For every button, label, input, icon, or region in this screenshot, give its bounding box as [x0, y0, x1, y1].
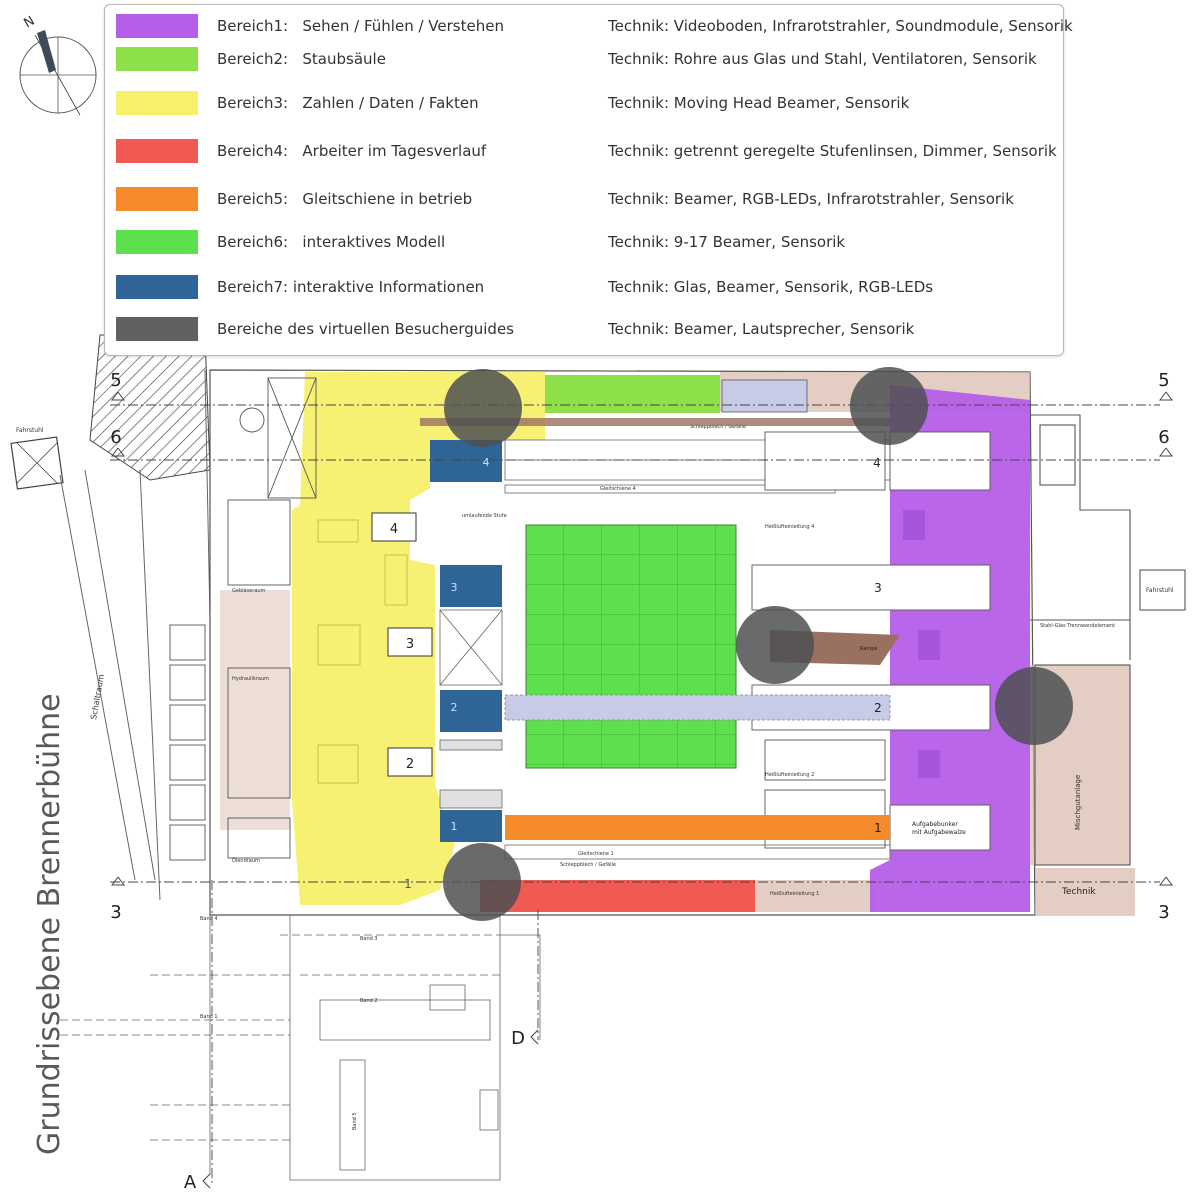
legend-name-bereich2: Bereich2: Staubsäule — [217, 50, 386, 68]
station-label-2-left: 2 — [406, 757, 414, 772]
compass-north-label: N — [22, 14, 38, 32]
label-fahrstuhl-left: Fahrstuhl — [16, 427, 44, 434]
station-label-3-left: 3 — [406, 637, 414, 652]
section-lines — [110, 404, 1160, 1185]
legend-swatch-bereich7 — [116, 275, 198, 299]
label-band-5: Band 5 — [352, 1112, 358, 1130]
station-markers-left — [371, 512, 433, 777]
station-label-3-right: 3 — [874, 581, 882, 595]
label-heissluft-4: Heißlufteinleitung 4 — [765, 524, 814, 530]
lower-structure — [60, 915, 541, 1181]
legend-panel: Bereich1: Sehen / Fühlen / Verstehen Tec… — [104, 4, 1073, 356]
strip-row-2 — [504, 694, 891, 721]
label-band-3: Band 3 — [360, 936, 378, 942]
label-oelendraum: Ölendraum — [232, 857, 260, 864]
right-wing-walls — [1030, 414, 1186, 866]
axis-label-6-left: 6 — [110, 427, 121, 448]
station-label-1-right: 1 — [874, 821, 882, 835]
zone-bereich4 — [480, 880, 755, 912]
legend-row-bereich5: Bereich5: Gleitschiene in betrieb Techni… — [105, 187, 1063, 213]
axis-label-6-right: 6 — [1158, 427, 1169, 448]
label-umlaufende-stufe: umlaufende Stufe — [462, 513, 507, 519]
legend-row-bereich3: Bereich3: Zahlen / Daten / Fakten Techni… — [105, 91, 1063, 117]
label-schaltraum: Schaltraum — [89, 673, 106, 720]
axis-label-a: A — [184, 1172, 197, 1193]
legend-row-bereich2: Bereich2: Staubsäule Technik: Rohre aus … — [105, 47, 1063, 73]
legend-row-bereich4: Bereich4: Arbeiter im Tagesverlauf Techn… — [105, 139, 1063, 165]
legend-tech-bereich6: Technik: 9-17 Beamer, Sensorik — [608, 233, 846, 251]
label-heissluft-1: Heißlufteinleitung 1 — [770, 891, 819, 897]
legend-swatch-bereich3 — [116, 91, 198, 115]
compass-icon — [19, 30, 97, 116]
label-schleppblech-4: Schleppblech / Gefälle — [690, 424, 746, 430]
axis-label-5-right: 5 — [1158, 370, 1169, 391]
label-band-2: Band 2 — [360, 998, 378, 1004]
legend-tech-bereich3: Technik: Moving Head Beamer, Sensorik — [608, 94, 910, 112]
legend-swatch-guide — [116, 317, 198, 341]
legend-name-guide: Bereiche des virtuellen Besucherguides — [217, 320, 514, 338]
label-hydraulikraum: Hydraulikraum — [232, 676, 269, 682]
axis-label-3-left: 3 — [110, 902, 121, 923]
station-label-1-blue: 1 — [451, 820, 458, 833]
legend-swatch-bereich1 — [116, 14, 198, 38]
axis-label-d: D — [511, 1028, 525, 1049]
legend-row-bereich6: Bereich6: interaktives Modell Technik: 9… — [105, 230, 1063, 256]
label-heissluft-2: Heißlufteinleitung 2 — [765, 772, 814, 778]
label-aufgabebunker-1: Aufgabebunker — [912, 821, 958, 828]
legend-name-bereich6: Bereich6: interaktives Modell — [217, 233, 446, 251]
label-gleitschiene-4: Gleitschiene 4 — [600, 486, 636, 492]
legend-row-guide: Bereiche des virtuellen Besucherguides T… — [105, 317, 1063, 343]
legend-tech-guide: Technik: Beamer, Lautsprecher, Sensorik — [608, 320, 915, 338]
station-label-4-blue: 4 — [483, 456, 490, 469]
label-fahrstuhl-right: Fahrstuhl — [1146, 587, 1174, 594]
station-label-1-left: 1 — [404, 877, 412, 891]
hatched-stair-area — [89, 334, 211, 481]
left-rooms — [169, 377, 317, 861]
label-band-1: Band 1 — [200, 1014, 218, 1020]
legend-tech-bereich5: Technik: Beamer, RGB-LEDs, Infrarotstrah… — [608, 190, 1014, 208]
legend-name-bereich3: Bereich3: Zahlen / Daten / Fakten — [217, 94, 479, 112]
zone-bereich7 — [430, 440, 502, 842]
section-arrows — [111, 391, 1173, 1189]
legend-name-bereich1: Bereich1: Sehen / Fühlen / Verstehen — [217, 17, 504, 35]
legend-tech-bereich7: Technik: Glas, Beamer, Sensorik, RGB-LED… — [608, 278, 934, 296]
legend-row-bereich7: Bereich7: interaktive Informationen Tech… — [105, 275, 1063, 301]
legend-name-bereich4: Bereich4: Arbeiter im Tagesverlauf — [217, 142, 487, 160]
label-gleitschiene-1: Gleitschiene 1 — [578, 851, 614, 857]
zone-bereich5 — [505, 815, 890, 840]
zone-bereich2 — [545, 375, 720, 413]
label-geblaeseraum: Gebläseraum — [232, 588, 266, 594]
station-label-4-left: 4 — [390, 522, 398, 537]
legend-swatch-bereich2 — [116, 47, 198, 71]
label-schleppblech-1: Schleppblech / Gefälle — [560, 862, 616, 868]
station-label-3-blue: 3 — [451, 581, 458, 594]
legend-name-bereich5: Bereich5: Gleitschiene in betrieb — [217, 190, 473, 208]
legend-swatch-bereich4 — [116, 139, 198, 163]
axis-label-3-right: 3 — [1158, 902, 1169, 923]
legend-tech-bereich2: Technik: Rohre aus Glas und Stahl, Venti… — [608, 50, 1037, 68]
axis-label-5-left: 5 — [110, 370, 121, 391]
label-stahlglas: Stahl-Glas Trennwandelement — [1040, 623, 1115, 629]
station-label-4-right: 4 — [873, 456, 881, 470]
elevator-left — [10, 436, 64, 490]
legend-swatch-bereich5 — [116, 187, 198, 211]
legend-tech-bereich4: Technik: getrennt geregelte Stufenlinsen… — [608, 142, 1057, 160]
label-technik: Technik — [1061, 887, 1096, 897]
label-rampe: Rampe — [860, 646, 878, 652]
station-grey-boxes — [439, 609, 503, 809]
drawing-title: Grundrissebene Brennerbühne — [32, 693, 67, 1155]
legend-name-bereich7: Bereich7: interaktive Informationen — [217, 278, 485, 296]
label-mischgutanlage: Mischgutanlage — [1074, 775, 1082, 830]
legend-swatch-bereich6 — [116, 230, 198, 254]
station-label-2-right: 2 — [874, 701, 882, 715]
legend-tech-bereich1: Technik: Videoboden, Infrarotstrahler, S… — [608, 17, 1073, 35]
legend-row-bereich1: Bereich1: Sehen / Fühlen / Verstehen Tec… — [105, 14, 1073, 40]
station-label-2-blue: 2 — [451, 701, 458, 714]
label-aufgabebunker-2: mit Aufgabewalze — [912, 829, 966, 836]
guide-circles — [443, 367, 1073, 921]
label-band-4: Band 4 — [200, 916, 218, 922]
